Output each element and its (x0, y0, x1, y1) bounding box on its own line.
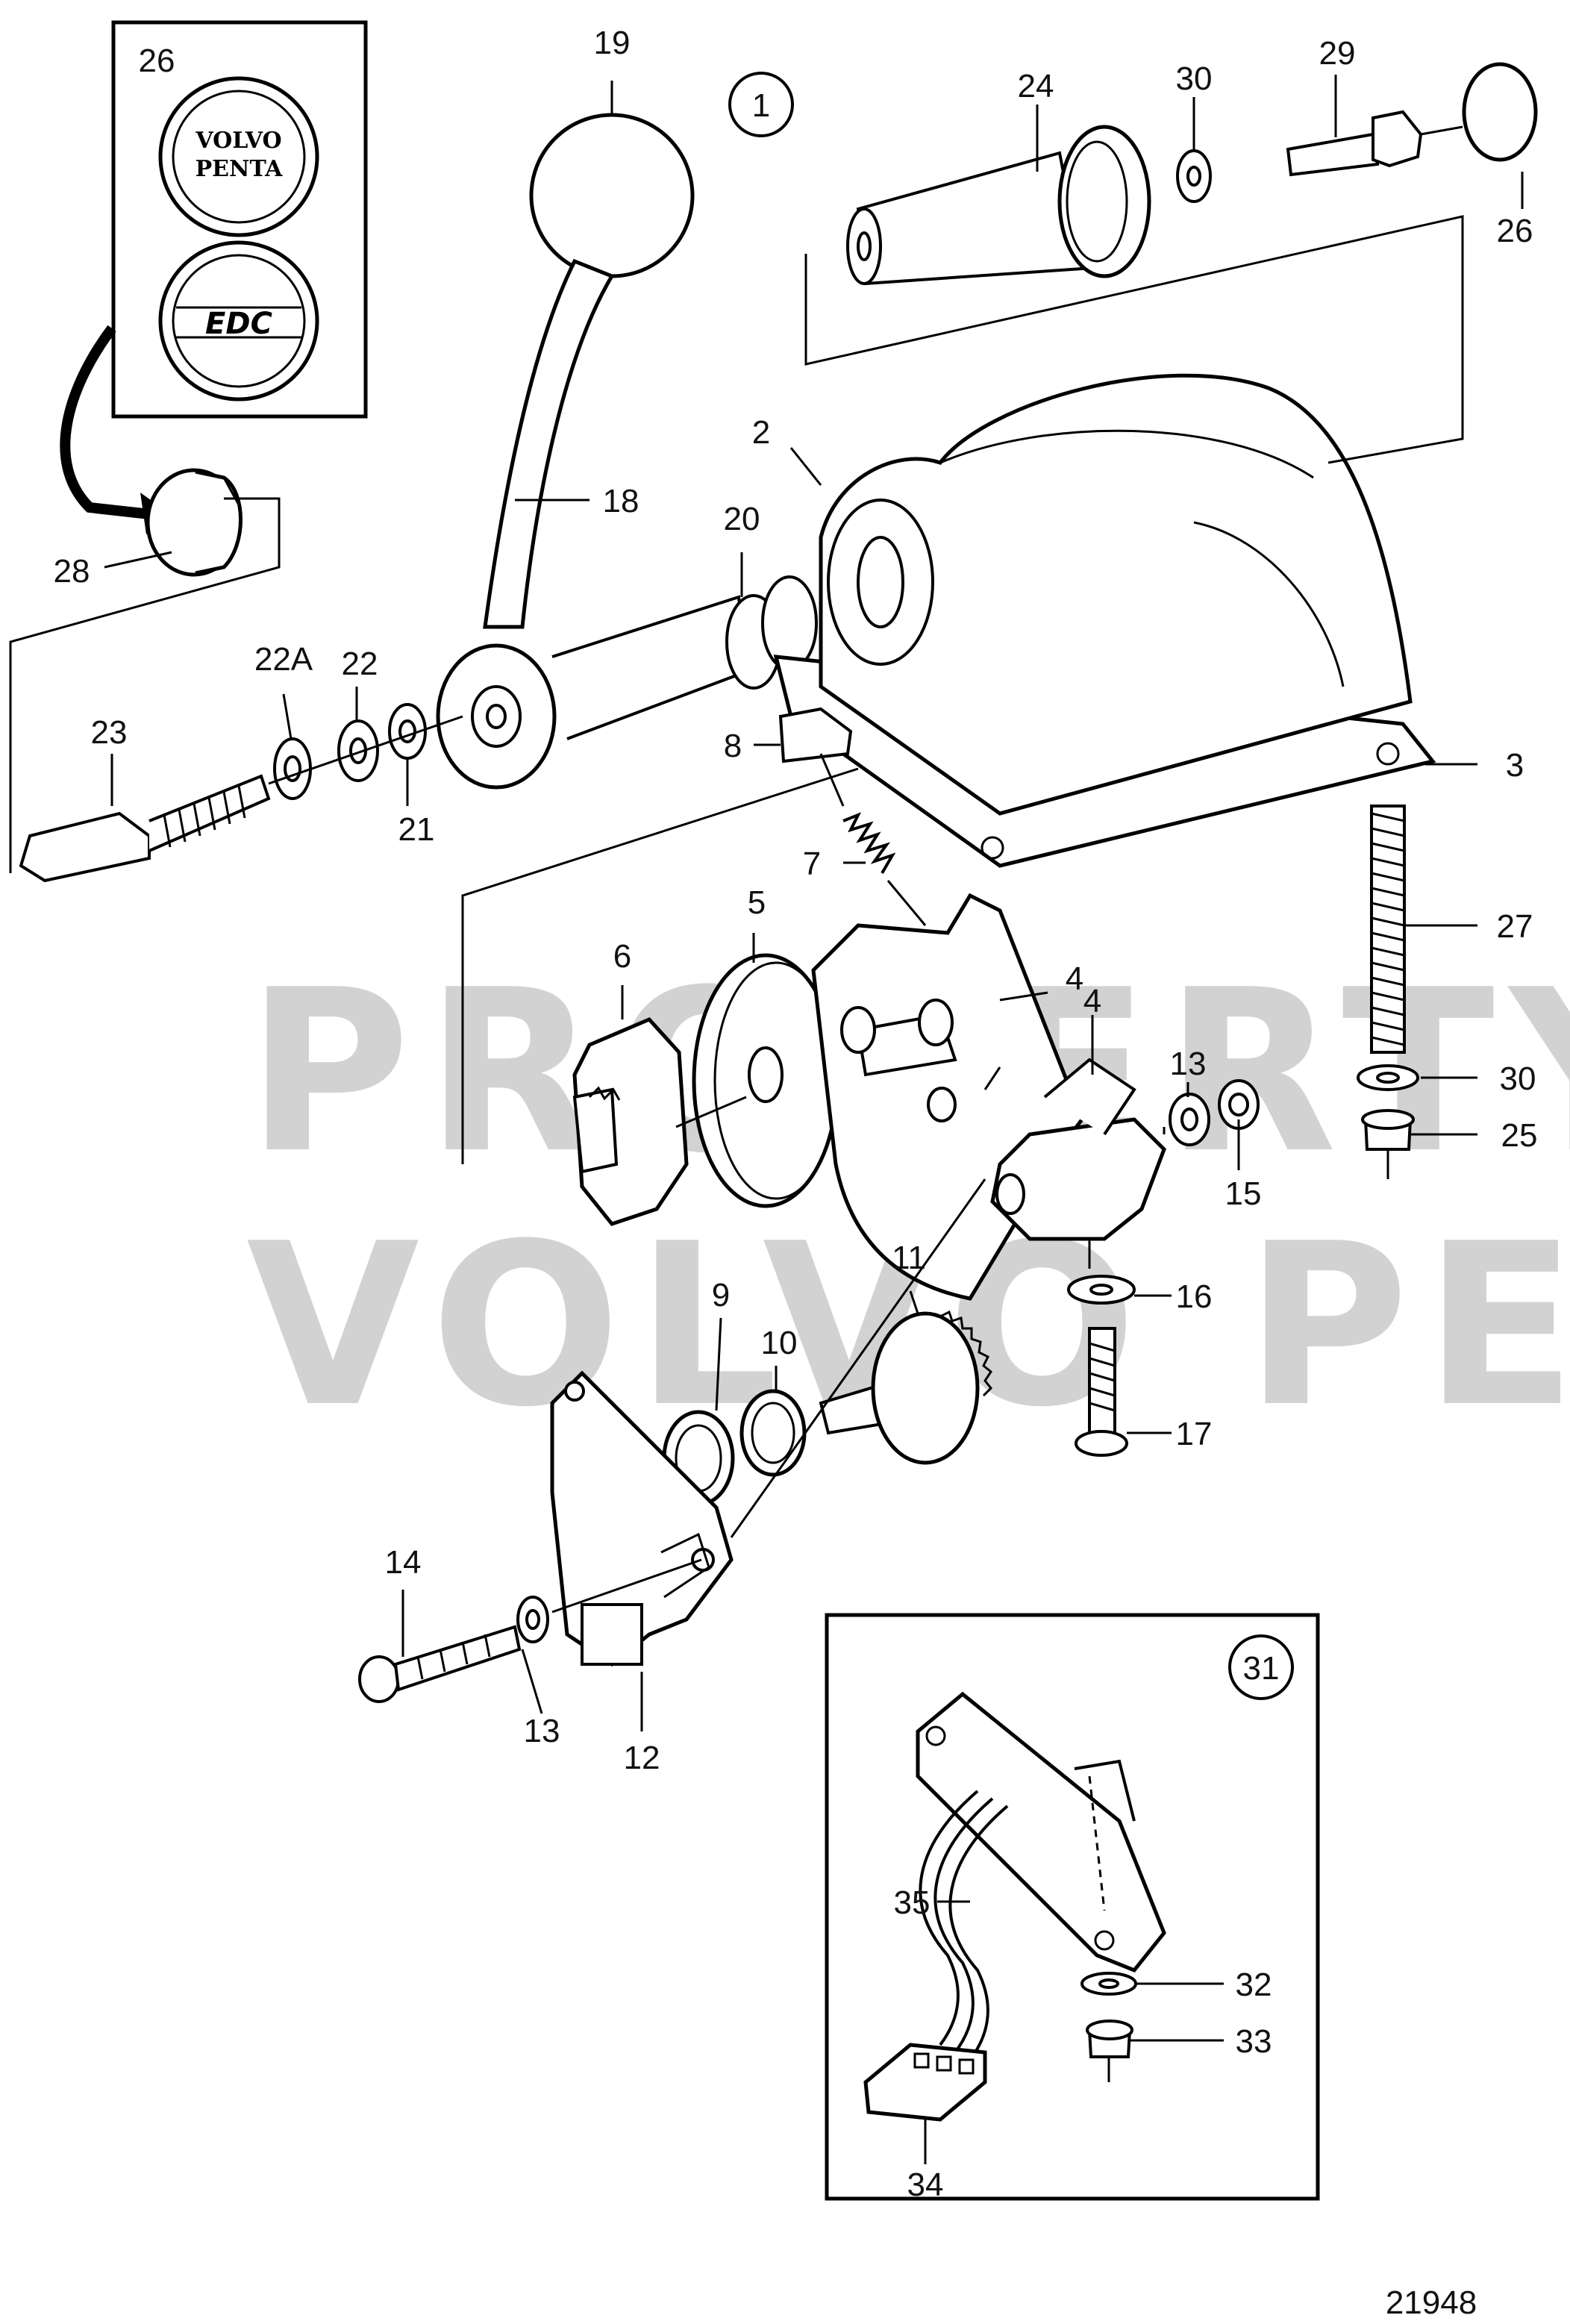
callout-21: 21 (398, 811, 435, 848)
detent-8 (778, 707, 853, 807)
callout-14: 14 (385, 1544, 422, 1581)
callout-6: 6 (613, 938, 631, 975)
callout-22: 22 (342, 646, 378, 682)
callout-labels: 1 2 3 4 4 5 6 7 8 9 10 11 12 13 13 14 15… (54, 25, 1538, 2321)
callout-25: 25 (1501, 1117, 1538, 1154)
bracket-28 (9, 497, 281, 873)
bracket-block-4 (990, 1058, 1166, 1269)
callout-2: 2 (752, 414, 770, 451)
callout-30-top: 30 (1176, 60, 1213, 97)
callout-34: 34 (907, 2167, 944, 2203)
figure-number: 21948 (1386, 2284, 1477, 2321)
plate-6 (572, 1017, 689, 1226)
callout-9: 9 (712, 1277, 730, 1314)
screw-17 (1075, 1327, 1128, 1457)
callout-31: 31 (1243, 1650, 1280, 1687)
callout-5: 5 (748, 884, 766, 921)
callout-circle-1 (728, 72, 794, 137)
bracket-24 (804, 215, 1464, 464)
callout-32: 32 (1236, 1967, 1272, 2003)
bracket-6 (461, 767, 859, 1164)
callout-22a: 22A (254, 641, 313, 678)
disc-5 (692, 953, 839, 1208)
callout-19: 19 (594, 25, 631, 61)
cover-26-right (1462, 62, 1538, 162)
callout-12: 12 (624, 1740, 660, 1776)
bolt-29 (1286, 110, 1423, 177)
callout-8: 8 (724, 728, 742, 764)
lever-shaft (551, 595, 748, 740)
callout-15: 15 (1225, 1175, 1262, 1212)
badge-brand-bottom: PENTA (196, 156, 284, 182)
callout-30-right: 30 (1500, 1061, 1536, 1097)
callout-27: 27 (1497, 908, 1533, 945)
sensor-inset-box (825, 1613, 1320, 2201)
gear-shaft-11 (819, 1310, 993, 1465)
callout-33: 33 (1236, 2023, 1272, 2060)
spring-7 (842, 812, 896, 875)
lever-arm-18 (483, 258, 615, 629)
cap-28 (146, 468, 243, 577)
callout-24: 24 (1018, 68, 1054, 104)
callout-10: 10 (761, 1325, 798, 1361)
knob-19 (529, 113, 695, 278)
callout-29: 29 (1319, 35, 1356, 72)
badge-brand-top: VOLVO (195, 128, 281, 154)
volvo-penta-badge (158, 76, 319, 237)
callout-20: 20 (724, 501, 760, 537)
potentiometer-12 (550, 1370, 734, 1667)
callout-26-inset: 26 (139, 43, 175, 79)
callout-18: 18 (603, 483, 639, 519)
callout-3: 3 (1506, 747, 1524, 784)
connector-34 (863, 2043, 987, 2122)
shaft-24 (846, 125, 1151, 286)
callout-13-right: 13 (1170, 1046, 1207, 1082)
callout-17: 17 (1176, 1416, 1213, 1452)
callout-1: 1 (752, 87, 770, 124)
callout-4: 4 (1066, 960, 1083, 997)
callout-28: 28 (54, 553, 90, 590)
spring-guide-line (886, 880, 927, 926)
callout-circle-31 (1228, 1634, 1294, 1700)
callout-23: 23 (91, 714, 128, 751)
link-12-4 (730, 1178, 986, 1538)
inset-arrow (60, 325, 157, 520)
badge-edc-text: EDC (205, 307, 272, 341)
spring-27 (1370, 805, 1406, 1054)
callout-26-right: 26 (1497, 213, 1533, 249)
washer-30-top (1176, 149, 1212, 203)
screw-14 (358, 1625, 522, 1703)
screw-23 (19, 774, 271, 883)
cable-35 (919, 1790, 979, 2046)
callout-4b: 4 (1083, 983, 1101, 1019)
callout-35: 35 (894, 1884, 931, 1921)
housing-2 (773, 373, 1436, 868)
lever-assembly (436, 113, 818, 790)
callout-11: 11 (892, 1240, 926, 1276)
leader-lines (104, 75, 1524, 2164)
callout-16: 16 (1176, 1278, 1213, 1315)
badge-inset-box: VOLVO PENTA EDC (111, 20, 368, 419)
callout-7: 7 (803, 846, 821, 882)
callout-13-left: 13 (524, 1713, 560, 1749)
edc-badge (158, 240, 319, 402)
